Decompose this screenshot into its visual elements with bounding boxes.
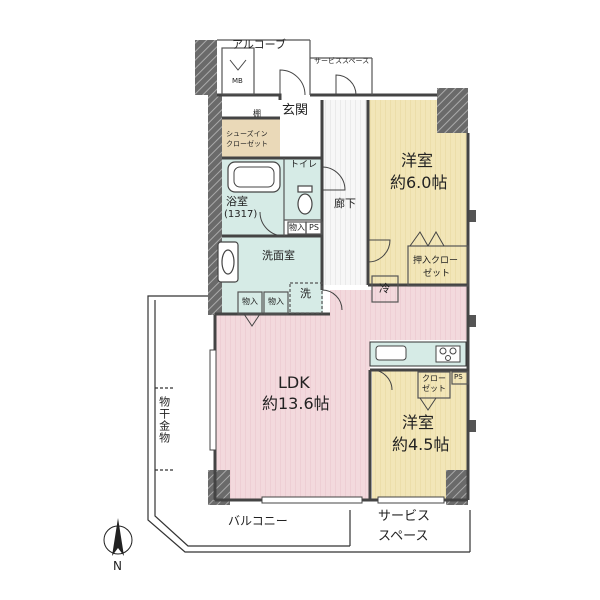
hallway-label: 廊下 <box>334 197 356 210</box>
toilet-fixture <box>297 185 313 215</box>
service-space-label-2: スペース <box>378 529 429 544</box>
western-room-2-name: 洋室 <box>402 413 435 432</box>
washer-label: 洗 <box>300 287 311 300</box>
windows <box>209 349 445 504</box>
service-space-label-1: サービス <box>378 509 431 524</box>
shoe-closet-floor <box>222 118 280 158</box>
ps-label-toilet: PS <box>309 223 319 232</box>
ldk-size: 約13.6帖 <box>262 394 330 413</box>
washbasin <box>217 241 239 283</box>
toilet-label: トイレ <box>290 160 318 170</box>
western-room-1-size: 約6.0帖 <box>390 173 448 192</box>
storage-label-1: 物入 <box>242 297 258 306</box>
doors <box>229 59 445 411</box>
storage-label-2: 物入 <box>268 297 284 306</box>
bathtub <box>227 161 281 193</box>
washroom-label: 洗面室 <box>262 249 295 262</box>
closet-1-label-2: ゼット <box>423 269 451 279</box>
ldk-floor <box>215 285 468 500</box>
thin-walls <box>217 39 469 399</box>
bath-label-2: (1317) <box>224 209 258 220</box>
service-space-top-label: サービススペース <box>314 57 370 65</box>
western-room-2-size: 約4.5帖 <box>392 435 450 454</box>
mb-label: MB <box>232 77 243 85</box>
clothes-rack-label: 物干金物 <box>157 396 171 444</box>
closet-2-label-1: クロー <box>422 374 446 383</box>
ps-label-kitchen: PS <box>454 373 463 381</box>
western-room-1-name: 洋室 <box>401 151 434 170</box>
alcove-label: アルコーブ <box>232 38 287 51</box>
fridge-label: 冷 <box>379 282 390 295</box>
entrance-floor <box>280 100 322 158</box>
hallway-floor <box>322 100 368 285</box>
north-arrow-icon <box>103 518 133 556</box>
ldk-name: LDK <box>278 373 310 392</box>
closet-2-label-2: ゼット <box>422 384 446 393</box>
storage-label-toilet: 物入 <box>289 223 305 232</box>
entrance-label: 玄関 <box>282 103 309 118</box>
bath-label-1: 浴室 <box>226 195 248 208</box>
shoe-closet-label-2: クローゼット <box>226 140 268 148</box>
north-label: N <box>113 559 122 573</box>
closet-1-label-1: 押入クロー <box>413 256 459 266</box>
kitchen-fixtures <box>375 345 461 363</box>
shelf-label: 棚 <box>253 109 261 118</box>
shoe-closet-label-1: シューズイン <box>226 130 268 138</box>
balcony-outline <box>147 295 471 553</box>
balcony-label: バルコニー <box>228 514 288 528</box>
